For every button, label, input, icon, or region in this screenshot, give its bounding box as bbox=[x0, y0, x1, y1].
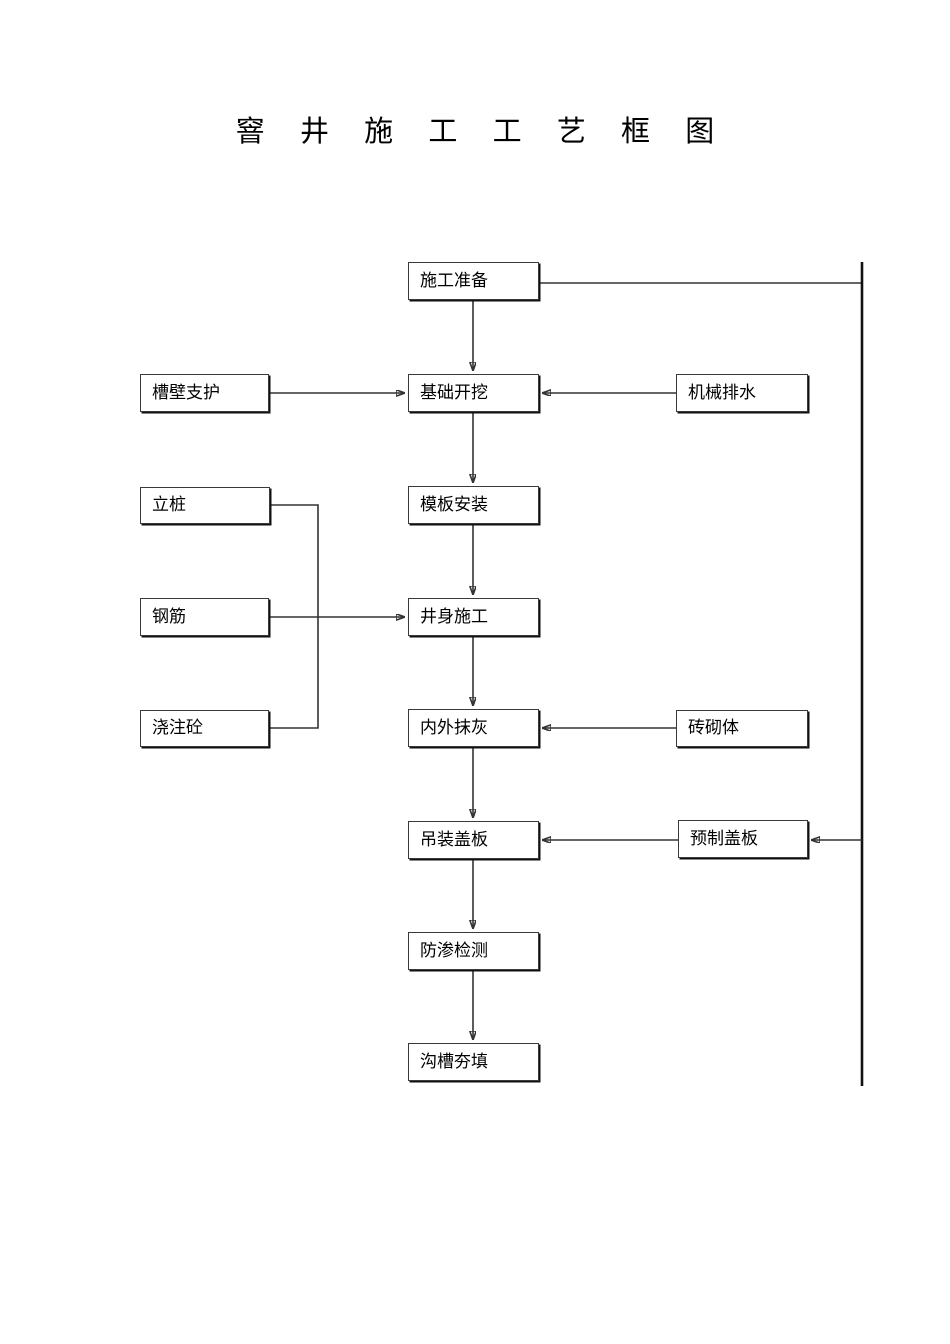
node-label: 预制盖板 bbox=[690, 828, 758, 849]
node-inner-outer-plastering[interactable]: 内外抹灰 bbox=[408, 709, 539, 747]
node-label: 防渗检测 bbox=[420, 940, 488, 961]
node-construction-preparation[interactable]: 施工准备 bbox=[408, 262, 539, 300]
node-label: 立桩 bbox=[152, 495, 186, 515]
node-mechanical-drainage[interactable]: 机械排水 bbox=[676, 374, 808, 412]
node-seepage-test[interactable]: 防渗检测 bbox=[408, 932, 539, 970]
node-label: 槽壁支护 bbox=[152, 382, 220, 403]
node-concrete-pouring[interactable]: 浇注砼 bbox=[140, 710, 269, 747]
node-pile-setting[interactable]: 立桩 bbox=[140, 487, 270, 524]
node-label: 沟槽夯填 bbox=[420, 1051, 488, 1072]
node-cover-plate-hoisting[interactable]: 吊装盖板 bbox=[408, 821, 539, 859]
edge-concrete-bus bbox=[269, 617, 319, 729]
node-trench-wall-support[interactable]: 槽壁支护 bbox=[140, 374, 269, 412]
node-precast-cover-plate[interactable]: 预制盖板 bbox=[678, 820, 808, 858]
node-label: 施工准备 bbox=[420, 270, 488, 291]
node-trench-backfill[interactable]: 沟槽夯填 bbox=[408, 1043, 539, 1081]
node-label: 井身施工 bbox=[420, 606, 488, 627]
node-label: 内外抹灰 bbox=[420, 717, 488, 738]
edge-pile-bus bbox=[270, 504, 319, 617]
node-foundation-excavation[interactable]: 基础开挖 bbox=[408, 374, 539, 412]
node-formwork-installation[interactable]: 模板安装 bbox=[408, 486, 539, 524]
node-label: 基础开挖 bbox=[420, 382, 488, 403]
node-shaft-construction[interactable]: 井身施工 bbox=[408, 598, 539, 636]
page-title: 窨 井 施 工 工 艺 框 图 bbox=[235, 114, 728, 148]
node-label: 模板安装 bbox=[420, 494, 488, 515]
node-label: 砖砌体 bbox=[688, 718, 739, 738]
node-brick-masonry[interactable]: 砖砌体 bbox=[676, 710, 808, 747]
node-label: 钢筋 bbox=[152, 606, 186, 627]
node-label: 浇注砼 bbox=[152, 718, 203, 738]
node-label: 机械排水 bbox=[688, 382, 756, 403]
node-label: 吊装盖板 bbox=[420, 829, 488, 850]
node-rebar[interactable]: 钢筋 bbox=[140, 598, 269, 636]
